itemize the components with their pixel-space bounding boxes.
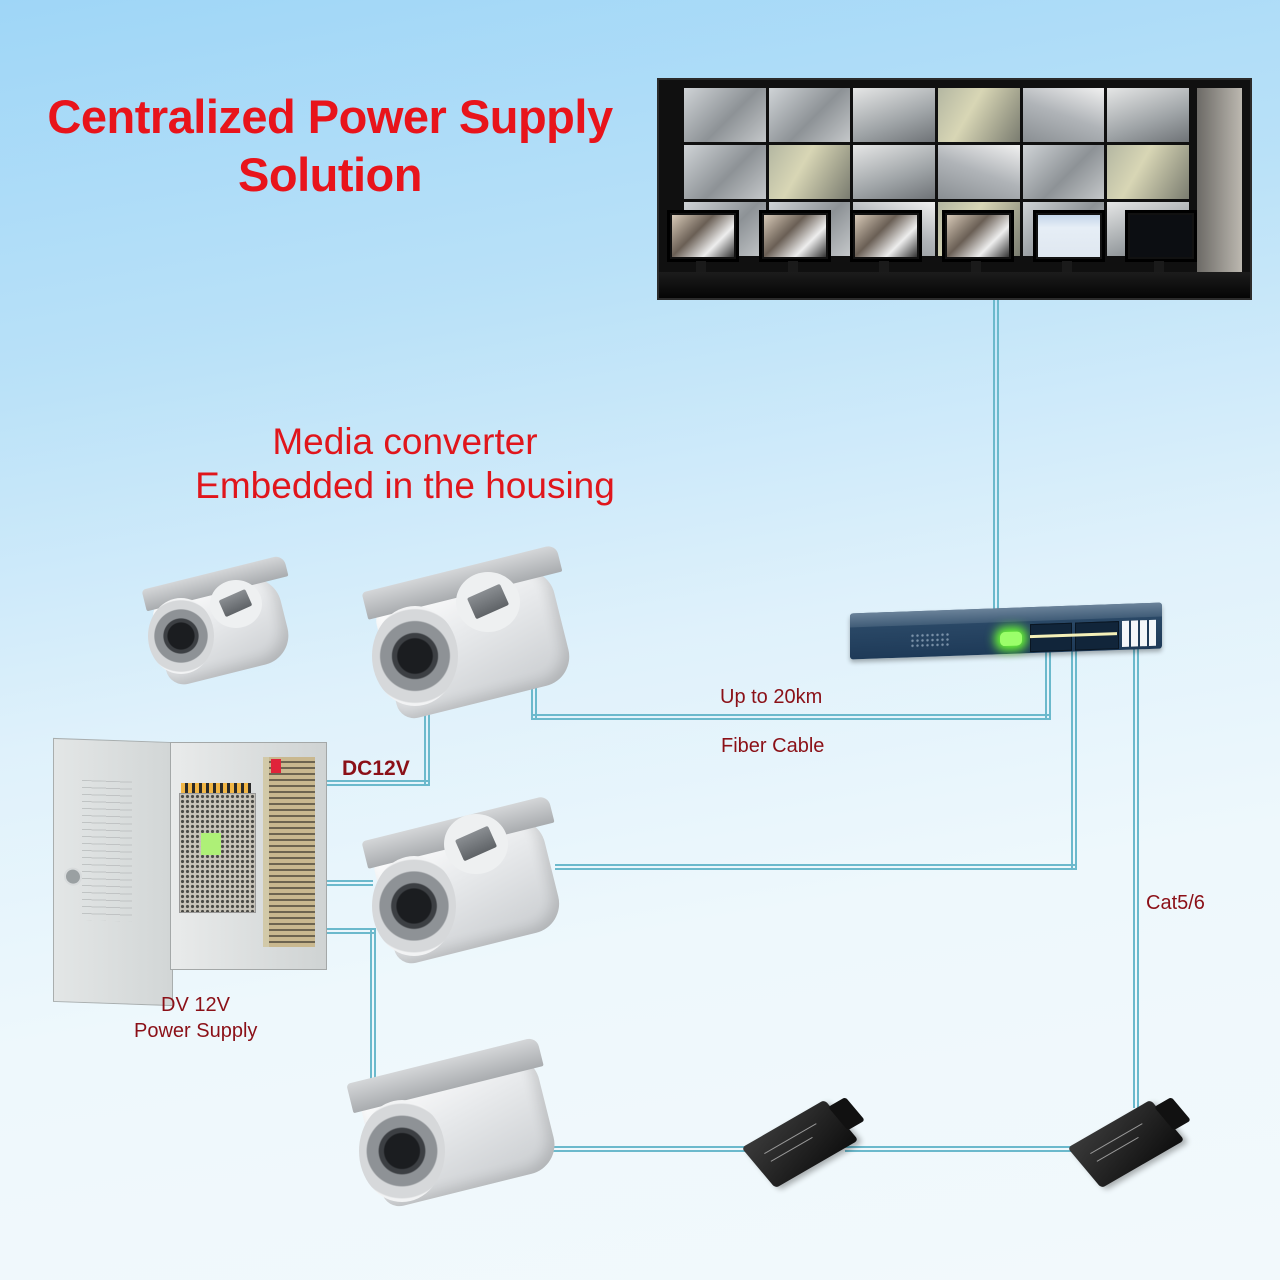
power-supply-label-2: Power Supply (134, 1020, 258, 1042)
media-converter-caption: Media converter Embedded in the housing (150, 420, 660, 508)
desk-monitor (1124, 210, 1197, 273)
copper-cable (1133, 648, 1139, 1108)
cable-camera4-to-converter (490, 1146, 770, 1152)
camera-3 (360, 795, 566, 970)
camera-4 (345, 1036, 561, 1210)
desk-monitor (1033, 210, 1106, 273)
fiber-cable-run (531, 714, 1051, 720)
desk-monitor (941, 210, 1014, 273)
screen (1107, 145, 1189, 199)
video-wall-image (657, 78, 1252, 300)
fiber-cable-label: Fiber Cable (721, 735, 825, 757)
camera-1 (140, 554, 295, 690)
fiber-distance-label: Up to 20km (720, 686, 823, 708)
screen (853, 145, 935, 199)
desk-monitor (667, 210, 739, 273)
desk-monitor (850, 210, 923, 273)
screen (768, 145, 851, 199)
power-supply-box (170, 742, 327, 970)
power-cable-camera3 (318, 880, 373, 886)
screen (684, 145, 766, 199)
terminal-block (263, 757, 315, 947)
camera-2 (360, 544, 576, 723)
desk-monitor (758, 210, 831, 273)
title-line-2: Solution (238, 148, 422, 201)
fiber-cable-camera3 (555, 864, 1077, 870)
fiber-cable-switch-rise (1045, 648, 1051, 720)
caption-line-2: Embedded in the housing (195, 465, 615, 506)
screen (768, 88, 851, 142)
cable-converter-to-converter (845, 1146, 1105, 1152)
power-cable-camera2 (424, 712, 430, 786)
screen (684, 88, 766, 142)
status-led-icon (1000, 631, 1022, 647)
screen (853, 88, 935, 142)
media-converter-1 (741, 1099, 859, 1189)
screen (1107, 88, 1189, 142)
power-cable-camera4-v (370, 928, 376, 1088)
cable-wall-to-switch (993, 300, 999, 612)
desk-monitors (667, 210, 1197, 280)
wall-panel (1197, 88, 1242, 283)
control-desk (659, 272, 1250, 298)
screen (1022, 145, 1105, 199)
power-supply-label-1: DV 12V (161, 994, 230, 1016)
media-converter-2 (1067, 1099, 1185, 1189)
fiber-cable-camera3-rise (1071, 648, 1077, 870)
cat56-label: Cat5/6 (1146, 892, 1205, 914)
title-line-1: Centralized Power Supply (47, 90, 613, 143)
screen (937, 88, 1020, 142)
power-cable-camera4-h (318, 928, 376, 934)
rj45-ports (1122, 619, 1156, 647)
power-cable-dc12v (325, 780, 430, 786)
network-switch (850, 602, 1162, 660)
power-box-door (53, 737, 173, 1007)
caption-line-1: Media converter (272, 421, 538, 462)
screen (1022, 88, 1105, 142)
dc12v-label: DC12V (342, 757, 410, 780)
screen (937, 145, 1020, 199)
lock-icon (64, 867, 82, 886)
diagram-title: Centralized Power Supply Solution (0, 88, 660, 204)
